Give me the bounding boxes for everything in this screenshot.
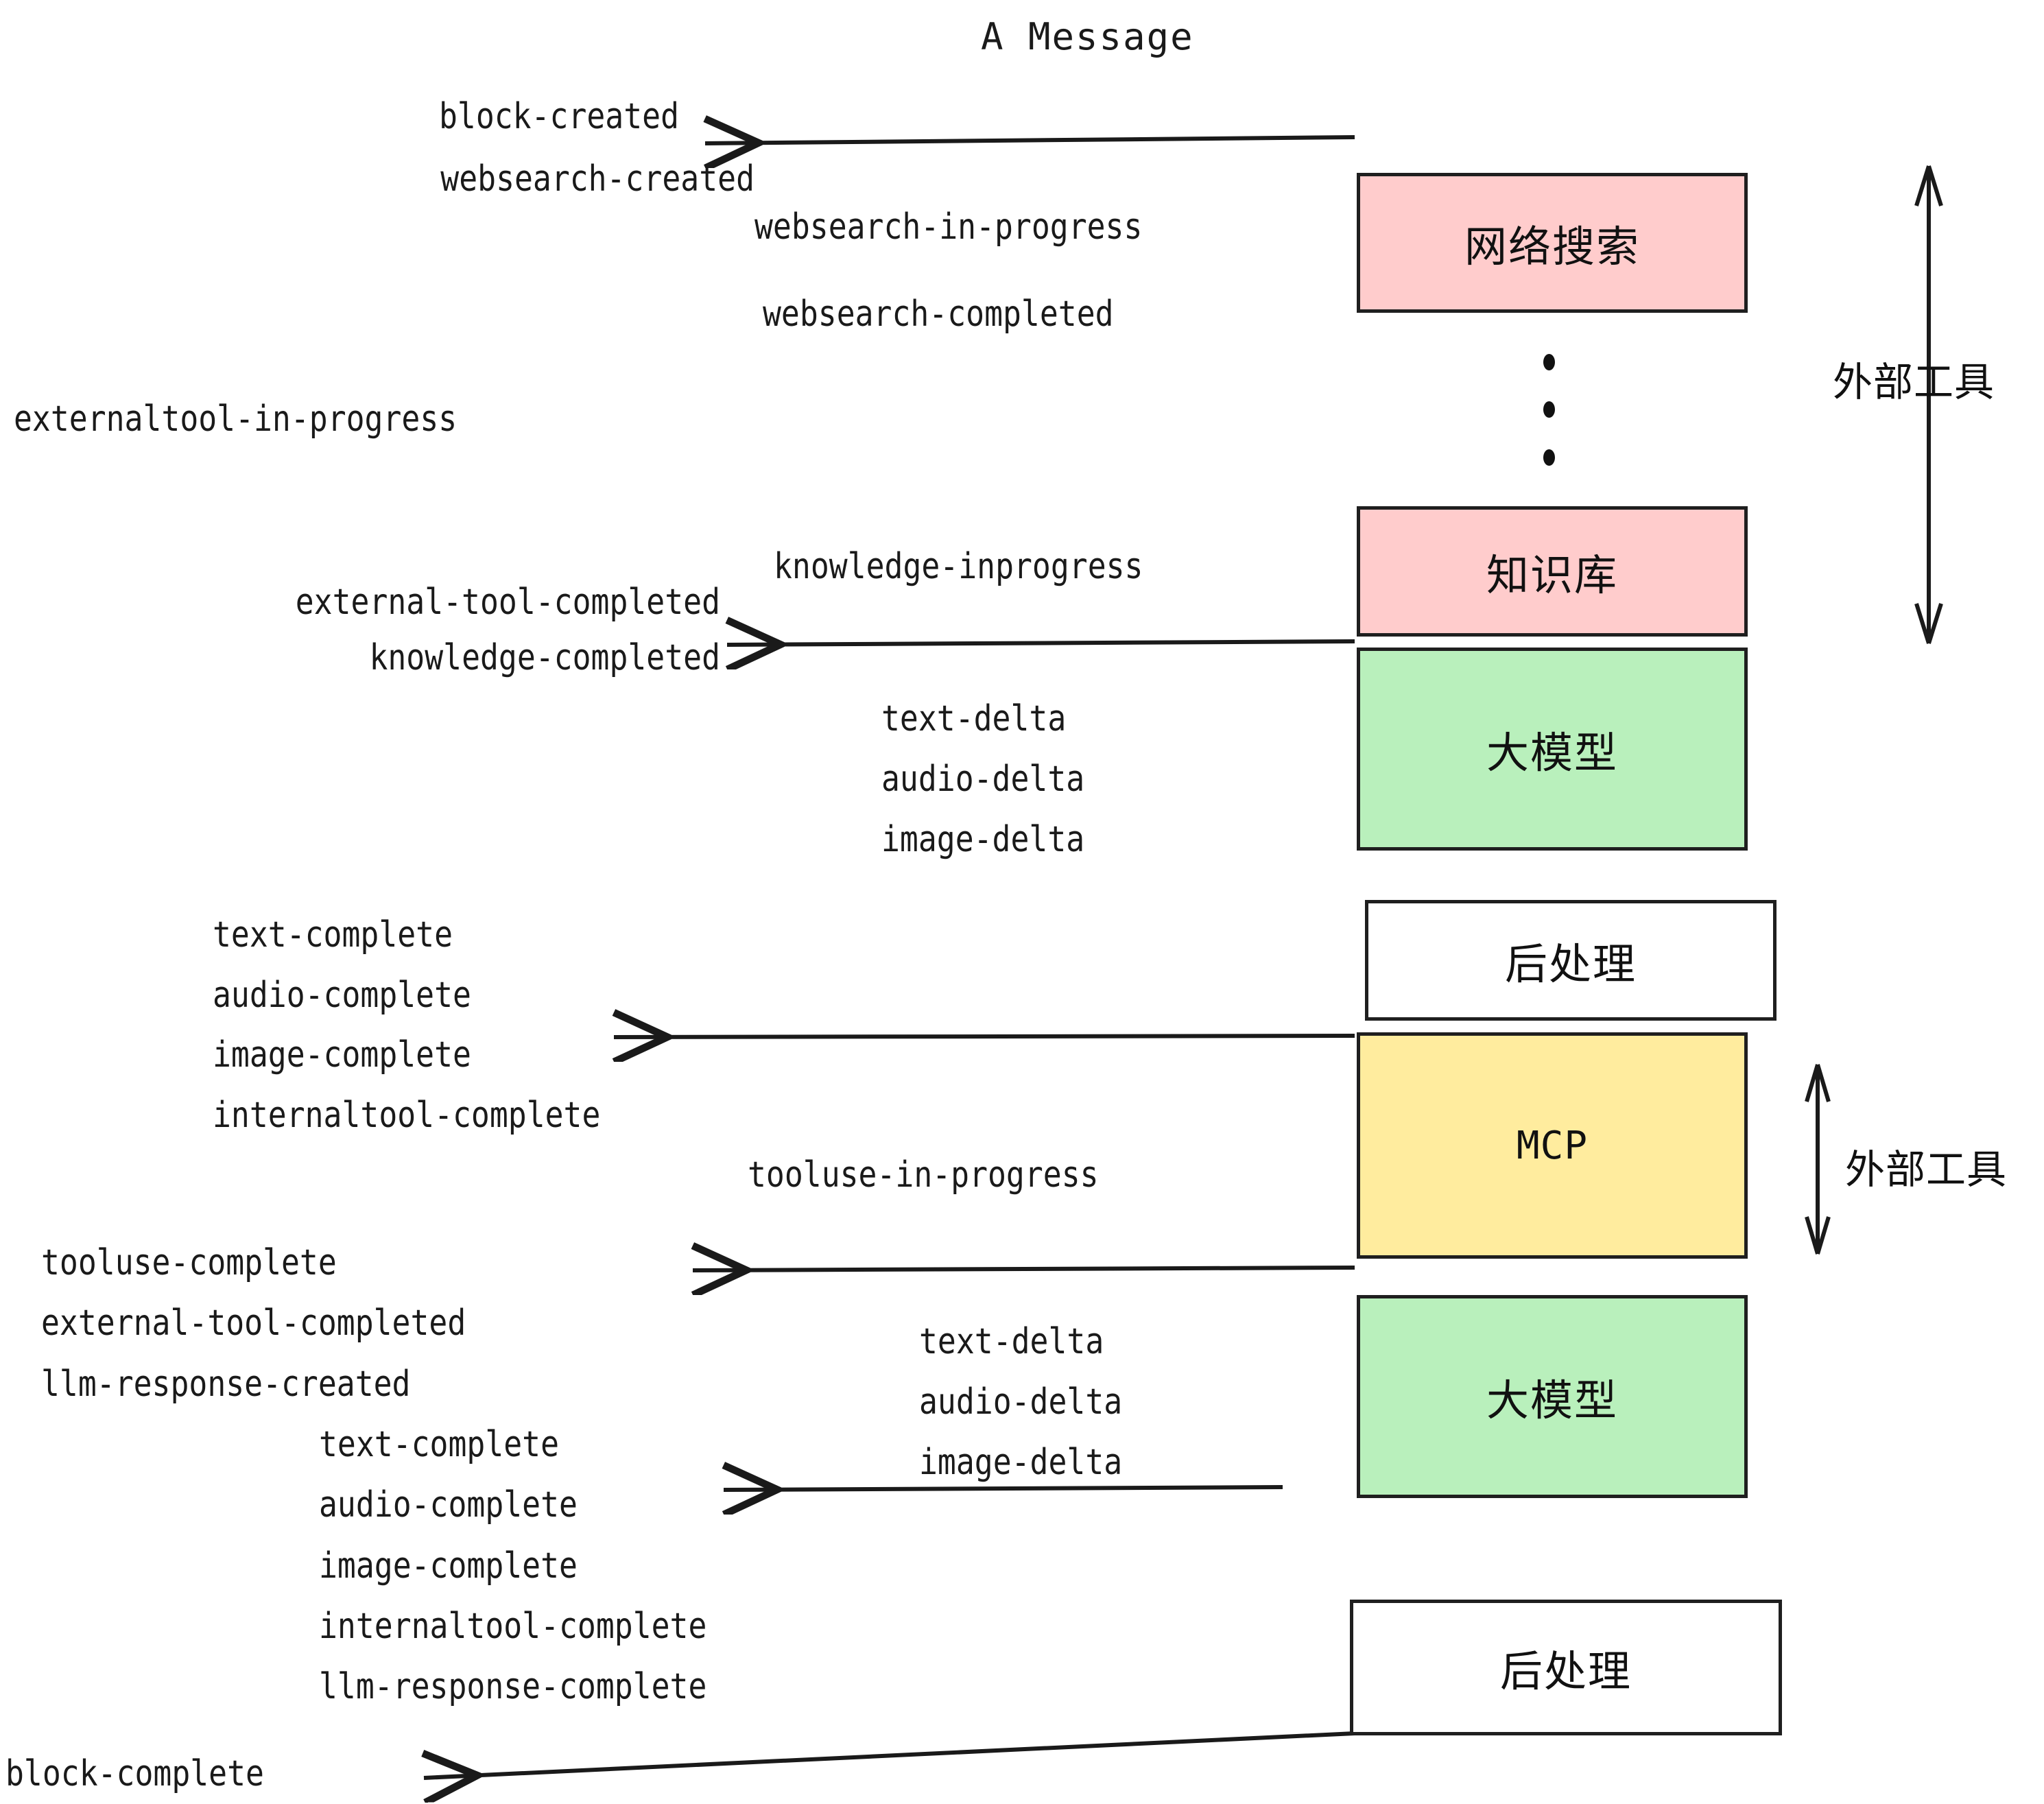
event-audio-delta-1: audio-delta xyxy=(881,759,1085,800)
bracket-external-tools-bottom xyxy=(1805,1064,1831,1255)
arrow-llm-to-image-complete xyxy=(614,1036,1355,1037)
event-text-delta-2: text-delta xyxy=(919,1321,1104,1362)
box-websearch-label: 网络搜索 xyxy=(1464,222,1640,272)
box-postprocess-1[interactable]: 后处理 xyxy=(1365,900,1776,1021)
event-tooluse-complete: tooluse-complete xyxy=(41,1242,337,1283)
event-text-complete-2: text-complete xyxy=(319,1424,560,1465)
event-image-complete-2: image-complete xyxy=(319,1545,578,1587)
event-image-complete-1: image-complete xyxy=(213,1034,471,1076)
arrow-post-to-block-complete xyxy=(424,1731,1355,1778)
label-external-tools-bottom: 外部工具 xyxy=(1845,1146,2008,1193)
arrow-mcp-to-tooluse-complete xyxy=(693,1268,1355,1270)
box-knowledge[interactable]: 知识库 xyxy=(1357,506,1748,637)
event-internaltool-complete-1: internaltool-complete xyxy=(213,1095,601,1136)
box-websearch[interactable]: 网络搜索 xyxy=(1357,173,1748,313)
box-postprocess-2-label: 后处理 xyxy=(1499,1646,1632,1696)
event-block-created: block-created xyxy=(438,96,679,137)
ellipsis-dot-1 xyxy=(1543,354,1555,370)
event-external-tool-completed-2: external-tool-completed xyxy=(41,1303,466,1344)
event-audio-complete-1: audio-complete xyxy=(213,975,471,1016)
box-mcp[interactable]: MCP xyxy=(1357,1032,1748,1259)
event-image-delta-2: image-delta xyxy=(919,1442,1123,1483)
arrow-knowledge-to-knowledge-completed xyxy=(727,641,1355,645)
event-audio-complete-2: audio-complete xyxy=(319,1484,578,1526)
event-tooluse-in-progress: tooluse-in-progress xyxy=(748,1154,1099,1196)
arrow-llm2-to-audio-complete xyxy=(724,1487,1283,1490)
ellipsis-dot-3 xyxy=(1543,449,1555,466)
event-block-complete: block-complete xyxy=(5,1753,264,1794)
box-postprocess-1-label: 后处理 xyxy=(1504,939,1637,989)
ellipsis-dot-2 xyxy=(1543,401,1555,418)
event-text-complete-1: text-complete xyxy=(213,914,453,956)
event-externaltool-in-progress: externaltool-in-progress xyxy=(14,399,457,440)
event-websearch-completed: websearch-completed xyxy=(763,294,1114,335)
event-external-tool-completed-1: external-tool-completed xyxy=(295,582,720,623)
event-llm-response-complete: llm-response-complete xyxy=(319,1666,707,1707)
box-llm-1[interactable]: 大模型 xyxy=(1357,648,1748,851)
event-audio-delta-2: audio-delta xyxy=(919,1381,1123,1423)
event-knowledge-completed: knowledge-completed xyxy=(369,637,720,678)
box-mcp-label: MCP xyxy=(1516,1123,1589,1168)
event-internaltool-complete-2: internaltool-complete xyxy=(319,1606,707,1647)
box-postprocess-2[interactable]: 后处理 xyxy=(1350,1600,1782,1735)
box-knowledge-label: 知识库 xyxy=(1486,550,1618,600)
box-llm-2[interactable]: 大模型 xyxy=(1357,1295,1748,1498)
event-knowledge-inprogress: knowledge-inprogress xyxy=(774,546,1143,587)
page-title: A Message xyxy=(981,15,1194,58)
event-image-delta-1: image-delta xyxy=(881,819,1085,860)
box-llm-2-label: 大模型 xyxy=(1486,1375,1618,1425)
event-text-delta-1: text-delta xyxy=(881,698,1067,739)
event-websearch-in-progress: websearch-in-progress xyxy=(754,206,1143,248)
label-external-tools-top: 外部工具 xyxy=(1833,359,1995,405)
event-websearch-created: websearch-created xyxy=(440,158,754,200)
box-llm-1-label: 大模型 xyxy=(1486,728,1618,778)
event-llm-response-created: llm-response-created xyxy=(41,1364,411,1405)
arrow-websearch-to-block-created xyxy=(705,137,1355,143)
